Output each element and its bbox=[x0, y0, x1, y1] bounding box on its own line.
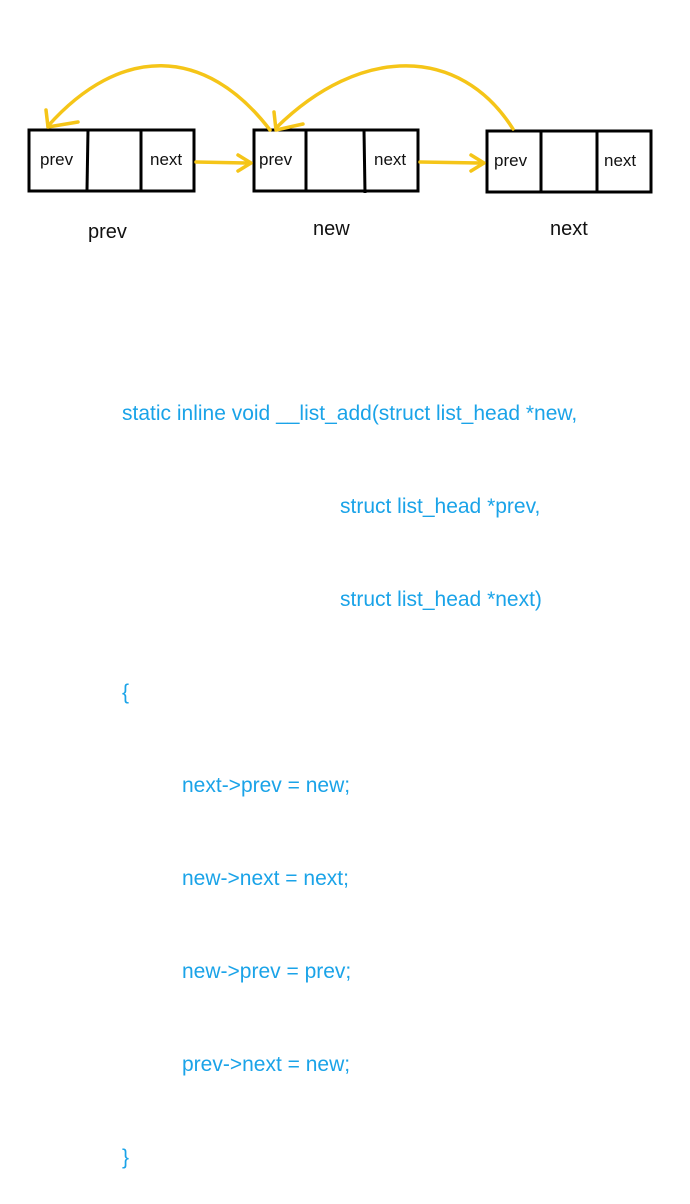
code-line-signature: static inline void __list_add(struct lis… bbox=[122, 402, 578, 425]
code-line-param-prev: struct list_head *prev, bbox=[340, 495, 541, 518]
node-prev-label: prev bbox=[88, 221, 127, 243]
arrow-prev-next-to-new bbox=[194, 160, 248, 165]
pointer-arrows bbox=[44, 64, 515, 173]
node-prev-box bbox=[27, 128, 196, 193]
node-new-field-prev: prev bbox=[259, 150, 293, 169]
arrow-new-next-to-next bbox=[418, 160, 481, 165]
arrow-next-prev-to-new-head bbox=[272, 110, 305, 132]
node-new: prev next new bbox=[252, 128, 420, 240]
code-block: static inline void __list_add(struct lis… bbox=[122, 336, 577, 1204]
node-new-box bbox=[252, 128, 420, 193]
code-line-open-brace: { bbox=[122, 681, 130, 704]
arrow-next-prev-to-new bbox=[274, 64, 515, 131]
node-next-field-prev: prev bbox=[494, 151, 528, 170]
code-line-stmt-3: new->prev = prev; bbox=[182, 960, 352, 983]
node-new-divider-2 bbox=[362, 129, 367, 194]
node-next-box bbox=[485, 129, 653, 194]
code-line-stmt-4: prev->next = new; bbox=[182, 1053, 351, 1076]
code-line-close-brace: } bbox=[122, 1146, 130, 1169]
node-next-field-next: next bbox=[604, 151, 636, 170]
code-line-param-next: struct list_head *next) bbox=[340, 588, 542, 611]
node-prev-field-prev: prev bbox=[40, 150, 74, 169]
arrow-new-next-to-next-head bbox=[469, 153, 486, 173]
node-prev: prev next prev bbox=[27, 128, 196, 243]
code-line-stmt-2: new->next = next; bbox=[182, 867, 349, 890]
node-prev-field-next: next bbox=[150, 150, 182, 169]
arrow-new-prev-to-prev-head bbox=[44, 108, 80, 129]
arrow-prev-next-to-new-head bbox=[236, 153, 253, 173]
code-line-stmt-1: next->prev = new; bbox=[182, 774, 351, 797]
node-prev-divider-1 bbox=[85, 129, 90, 191]
node-next-label: next bbox=[550, 218, 588, 240]
linked-list-diagram: prev next prev prev next new prev next n… bbox=[27, 64, 653, 243]
arrow-new-prev-to-prev bbox=[46, 64, 272, 132]
node-new-label: new bbox=[313, 218, 350, 240]
node-next: prev next next bbox=[485, 129, 653, 240]
node-new-field-next: next bbox=[374, 150, 406, 169]
